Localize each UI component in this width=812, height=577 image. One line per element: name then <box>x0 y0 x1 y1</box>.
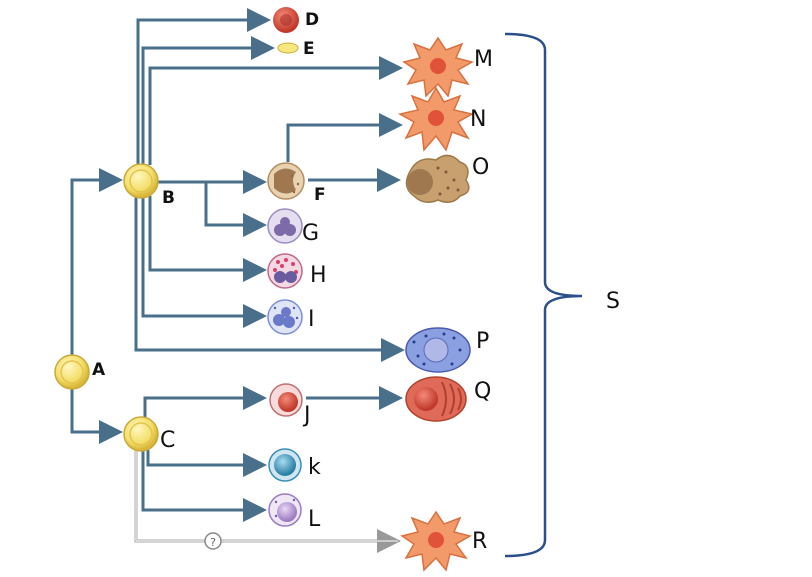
label-b: B <box>162 188 175 208</box>
unknown-marker: ? <box>204 532 222 550</box>
stem-cell-a <box>54 354 90 390</box>
cell-n-dendritic <box>397 86 475 152</box>
label-m: M <box>474 47 493 72</box>
cell-j-lymphocyte <box>269 383 303 417</box>
cell-k-lymphocyte <box>268 448 302 482</box>
cell-i-neutrophil <box>267 299 303 335</box>
label-h: H <box>310 263 327 288</box>
cell-f-monocyte <box>267 162 305 200</box>
label-k: k <box>308 455 321 480</box>
connectors <box>70 8 405 522</box>
cell-e-platelet <box>277 42 299 54</box>
label-j: J <box>302 403 311 428</box>
cell-o-macrophage <box>405 154 470 203</box>
label-o: O <box>472 155 489 180</box>
stem-cell-b <box>123 163 159 199</box>
svg-text:?: ? <box>210 536 216 549</box>
cell-q-plasma-cell <box>405 376 467 422</box>
label-r: R <box>472 529 487 554</box>
cell-g-basophil <box>267 208 303 244</box>
cell-l-nk-cell <box>268 493 302 527</box>
label-i: I <box>308 307 315 332</box>
label-f: F <box>314 185 326 205</box>
label-c: C <box>160 428 175 453</box>
label-d: D <box>305 10 319 30</box>
label-s: S <box>606 289 620 314</box>
label-g: G <box>302 221 319 246</box>
label-n: N <box>470 107 486 132</box>
label-q: Q <box>474 379 491 404</box>
label-p: P <box>476 329 489 354</box>
cell-p-mast-cell <box>405 327 471 373</box>
label-e: E <box>303 39 315 59</box>
cell-h-eosinophil <box>267 253 303 289</box>
cell-m-dendritic <box>402 36 474 98</box>
cell-r-dendritic <box>400 510 472 572</box>
cell-d-erythrocyte <box>273 7 299 33</box>
stem-cell-c <box>123 416 159 452</box>
grouping-bracket <box>504 32 583 558</box>
label-a: A <box>92 360 106 380</box>
label-l: L <box>308 507 321 532</box>
